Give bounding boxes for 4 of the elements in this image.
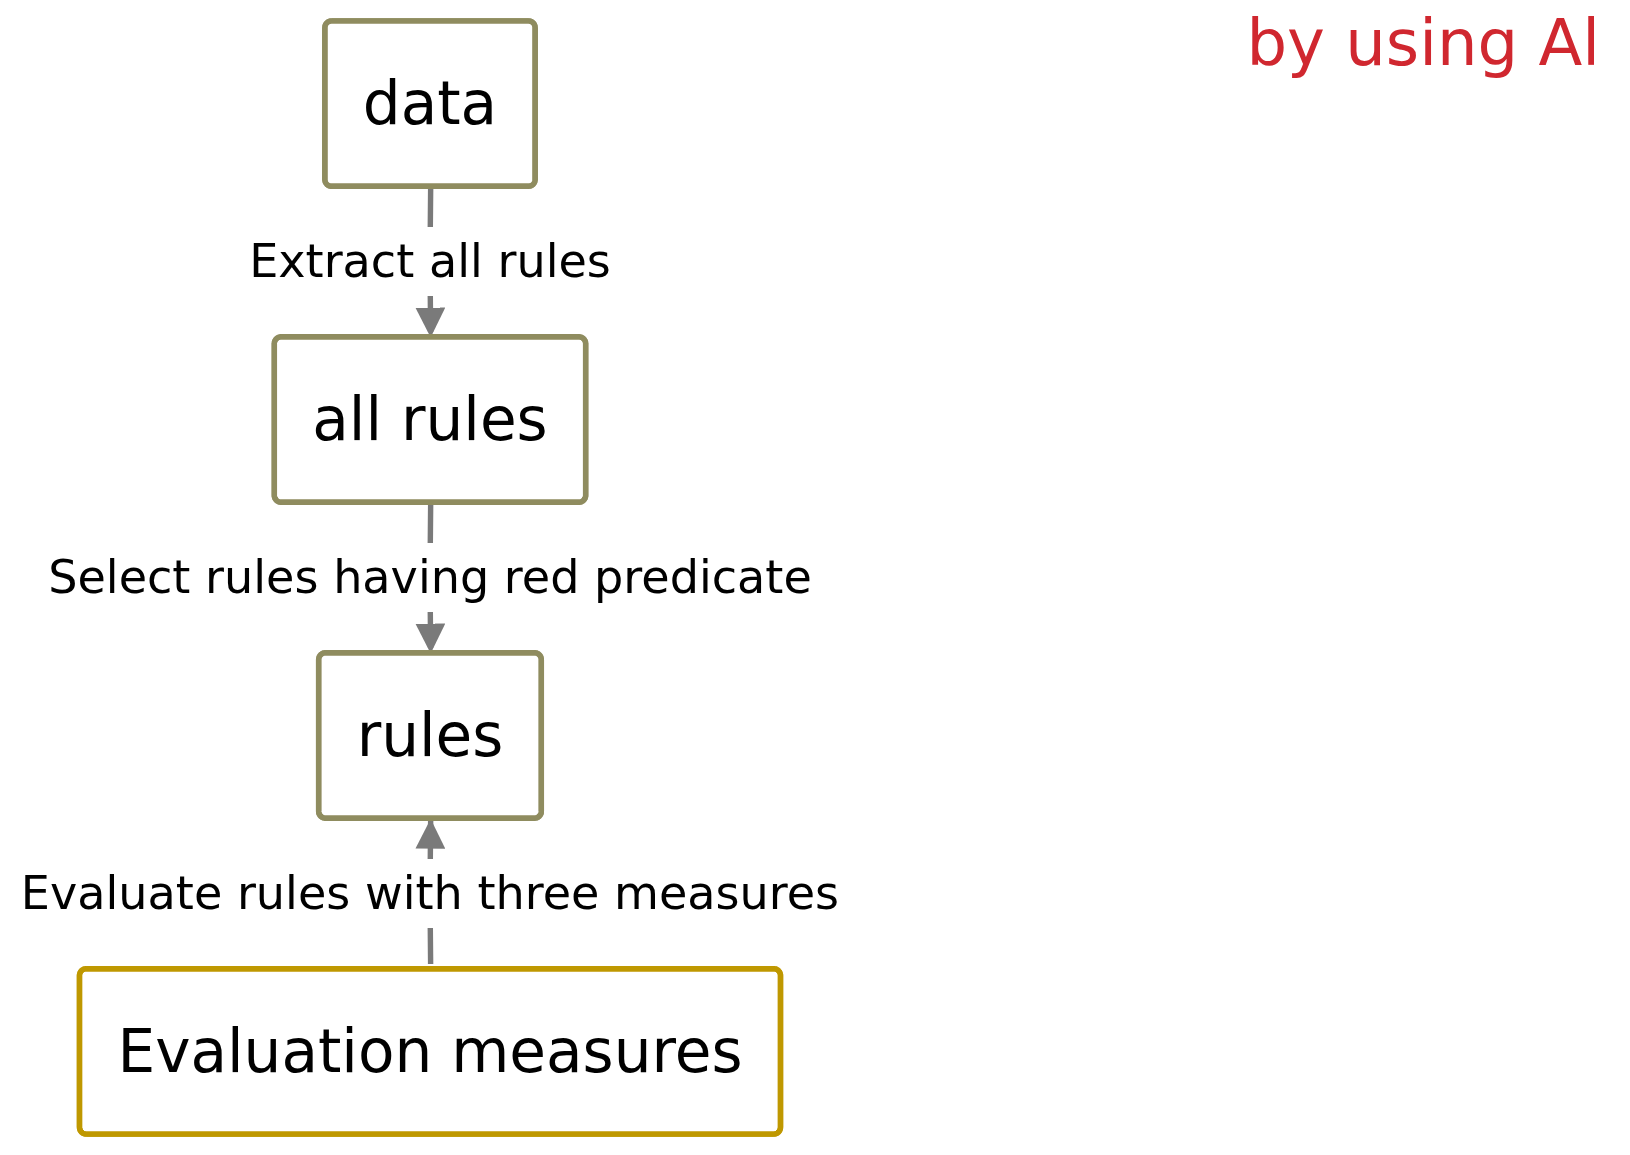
edge-label: Select rules having red predicate: [48, 549, 812, 604]
title: by using Al: [1246, 6, 1600, 80]
edge-label: Extract all rules: [249, 233, 611, 288]
edge-label: Evaluate rules with three measures: [20, 865, 840, 920]
